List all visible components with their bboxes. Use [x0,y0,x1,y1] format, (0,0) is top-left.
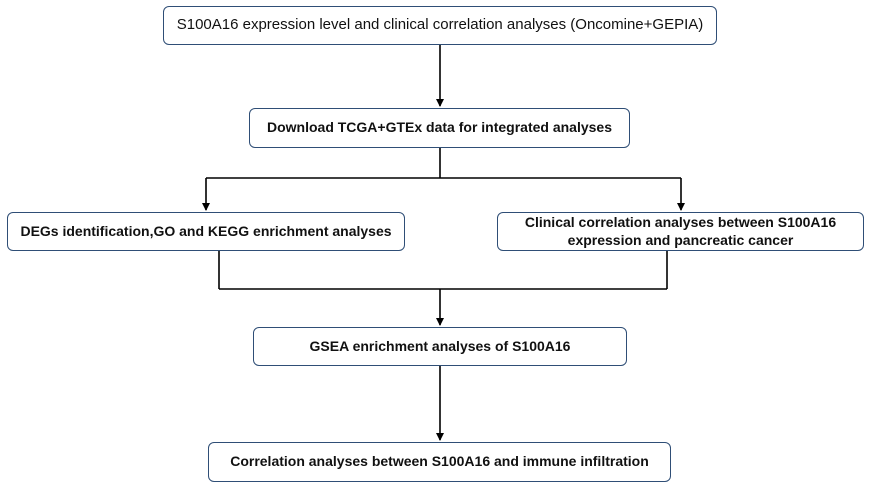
node-step5: Correlation analyses between S100A16 and… [208,442,671,482]
node-step1-label: S100A16 expression level and clinical co… [176,16,704,34]
node-step3a-label: DEGs identification,GO and KEGG enrichme… [20,222,392,239]
node-step4: GSEA enrichment analyses of S100A16 [253,327,627,366]
node-step1: S100A16 expression level and clinical co… [163,6,717,45]
node-step3b-label-line2: expression and pancreatic cancer [567,231,794,248]
node-step3a: DEGs identification,GO and KEGG enrichme… [7,212,405,251]
node-step5-label: Correlation analyses between S100A16 and… [230,453,649,470]
node-step3b-label-line1: Clinical correlation analyses between S1… [524,214,837,230]
node-step2-label: Download TCGA+GTEx data for integrated a… [266,119,613,136]
node-step3b: Clinical correlation analyses between S1… [497,212,864,251]
node-step2: Download TCGA+GTEx data for integrated a… [249,108,630,148]
node-step4-label: GSEA enrichment analyses of S100A16 [309,337,571,354]
